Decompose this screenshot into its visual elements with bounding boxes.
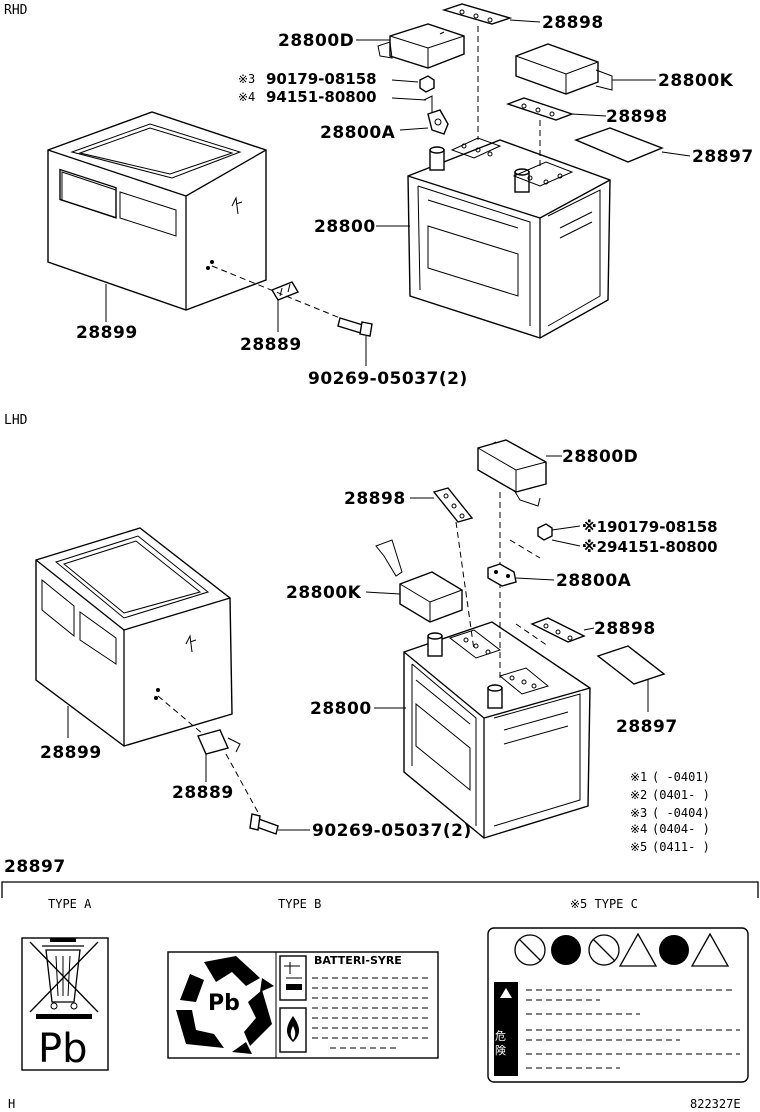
- rhd-plate-28898-lower: [505, 97, 575, 121]
- note-4-mark: ※4: [630, 822, 647, 836]
- lhd-label-28897: 28897: [616, 717, 678, 737]
- lhd-note-2-part: ※294151-80800: [582, 538, 718, 556]
- rhd-note-3-mark: ※3: [238, 72, 255, 86]
- rhd-note-3-part: 90179-08158: [266, 70, 377, 88]
- note-3-mark: ※3: [630, 806, 647, 820]
- production-date-notes: ※1 ( -0401) ※2 (0401- ) ※3 ( -0404) ※4 (…: [630, 770, 710, 854]
- type-a-label: Pb: [21, 937, 109, 1072]
- lhd-label-28800D: 28800D: [562, 447, 638, 467]
- type-b-heading-text: BATTERI-SYRE: [314, 954, 402, 967]
- rhd-label-28898-lower: 28898: [606, 107, 668, 127]
- rhd-label-sheet-28897: [574, 127, 664, 163]
- lhd-label-90269: 90269-05037(2): [312, 821, 472, 841]
- note-4-range: (0404- ): [652, 822, 710, 836]
- note-1-mark: ※1: [630, 770, 647, 784]
- type-b-label: Pb BATTERI-SYRE: [167, 951, 439, 1059]
- rhd-clamp-28800A: [423, 95, 449, 135]
- type-c-label: 危 険: [487, 927, 749, 1083]
- rhd-label-28800A: 28800A: [320, 123, 396, 143]
- lhd-terminal-cover-28800K: [375, 539, 463, 623]
- type-c-text-lines: [526, 989, 740, 1069]
- rhd-terminal-cover-28800D: [377, 23, 465, 69]
- note-2-range: (0401- ): [652, 788, 710, 802]
- note-2-mark: ※2: [630, 788, 647, 802]
- type-b-text-lines: [312, 977, 432, 1049]
- flame-warning-icon: [286, 1016, 300, 1042]
- crossed-bin-icon: [29, 938, 99, 1019]
- rhd-label-90269: 90269-05037(2): [308, 369, 468, 389]
- filled-circle-icon: [551, 935, 581, 965]
- lhd-bolt-90269: [249, 813, 279, 835]
- rhd-terminal-cover-28800K: [515, 43, 613, 95]
- lhd-label-28898-lower: 28898: [594, 619, 656, 639]
- triangle-warning-icon: [690, 932, 730, 967]
- rhd-label-28800K: 28800K: [658, 71, 734, 91]
- footer-illustration-number: 822327E: [690, 1097, 741, 1111]
- recycle-icon: [176, 956, 274, 1054]
- rhd-nut-90179: [419, 75, 435, 93]
- rhd-label-28899: 28899: [76, 323, 138, 343]
- type-b-heading: TYPE B: [278, 897, 321, 911]
- note-3-range: ( -0404): [652, 806, 710, 820]
- type-c-kanji: 危 険: [494, 1030, 507, 1056]
- rhd-label-28898-top: 28898: [542, 13, 604, 33]
- lhd-label-sheet-28897: [596, 645, 666, 685]
- footer-left-code: H: [8, 1097, 15, 1111]
- rhd-label-28800: 28800: [314, 217, 376, 237]
- rhd-battery-cover-28899: [47, 111, 267, 311]
- label-types-frame: [1, 881, 759, 898]
- lhd-plate-28898-lower: [530, 617, 586, 643]
- section-rhd: RHD: [4, 3, 28, 18]
- lhd-terminal-cover-28800D: [477, 439, 547, 507]
- lhd-clamp-28800A: [487, 563, 517, 587]
- note-5-mark: ※5: [630, 840, 647, 854]
- rhd-plate-28898-top: [441, 3, 513, 25]
- lhd-bracket-28889: [197, 729, 241, 755]
- type-b-pb-symbol: Pb: [208, 991, 240, 1016]
- rhd-bolt-90269: [337, 317, 373, 337]
- lhd-nut-90179: [537, 523, 553, 541]
- note-5-range: (0411- ): [652, 840, 710, 854]
- rhd-bracket-28889: [270, 281, 300, 301]
- lhd-battery-28800: [403, 621, 591, 839]
- rhd-battery-28800: [407, 137, 611, 339]
- section-labels: 28897: [4, 857, 66, 877]
- type-c-heading: ※5 TYPE C: [570, 897, 638, 911]
- lhd-battery-cover-28899: [35, 527, 233, 747]
- prohibition-icon: [588, 934, 620, 966]
- lhd-note-1-part: ※190179-08158: [582, 518, 718, 536]
- note-1-range: ( -0401): [652, 770, 710, 784]
- lhd-label-28800: 28800: [310, 699, 372, 719]
- lhd-label-28898-top: 28898: [344, 489, 406, 509]
- type-a-pb-symbol: Pb: [38, 1026, 88, 1072]
- rhd-note-4-mark: ※4: [238, 90, 255, 104]
- lhd-label-28800K: 28800K: [286, 583, 362, 603]
- lhd-plate-28898-top: [432, 487, 474, 523]
- acid-warning-icon: [284, 962, 302, 990]
- rhd-label-28897: 28897: [692, 147, 754, 167]
- rhd-note-4-part: 94151-80800: [266, 88, 377, 106]
- rhd-label-28800D: 28800D: [278, 31, 354, 51]
- lhd-label-28899: 28899: [40, 743, 102, 763]
- lhd-label-28800A: 28800A: [556, 571, 632, 591]
- rhd-label-28889: 28889: [240, 335, 302, 355]
- lhd-label-28889: 28889: [172, 783, 234, 803]
- section-lhd: LHD: [4, 413, 28, 428]
- filled-circle-icon: [659, 935, 689, 965]
- prohibition-icon: [514, 934, 546, 966]
- triangle-warning-icon: [618, 932, 658, 967]
- type-a-heading: TYPE A: [48, 897, 92, 911]
